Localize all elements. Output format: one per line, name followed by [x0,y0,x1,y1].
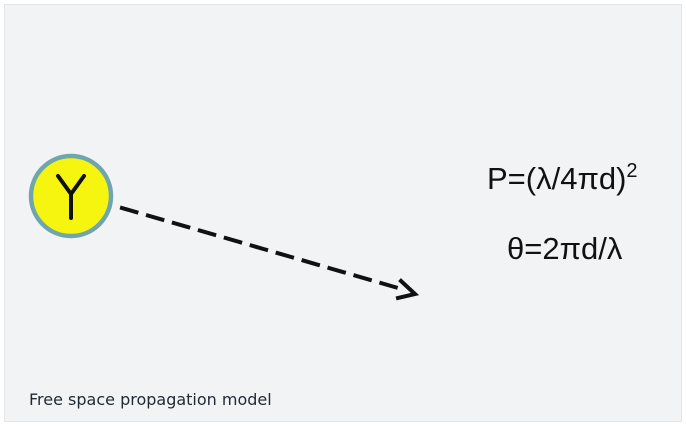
antenna-icon [56,174,86,220]
phase-formula: θ=2πd/λ [507,231,623,266]
received-power-formula-base: P=(λ/4πd) [487,161,627,196]
received-power-formula: P=(λ/4πd)2 [487,160,638,196]
figure-caption: Free space propagation model [29,390,272,409]
signal-arrow [119,205,420,301]
dashed-propagation-line [119,205,408,293]
diagram-frame [4,4,682,422]
transmitter-antenna [28,153,114,239]
arrowhead-icon [395,278,420,301]
received-power-formula-exponent: 2 [626,160,638,182]
